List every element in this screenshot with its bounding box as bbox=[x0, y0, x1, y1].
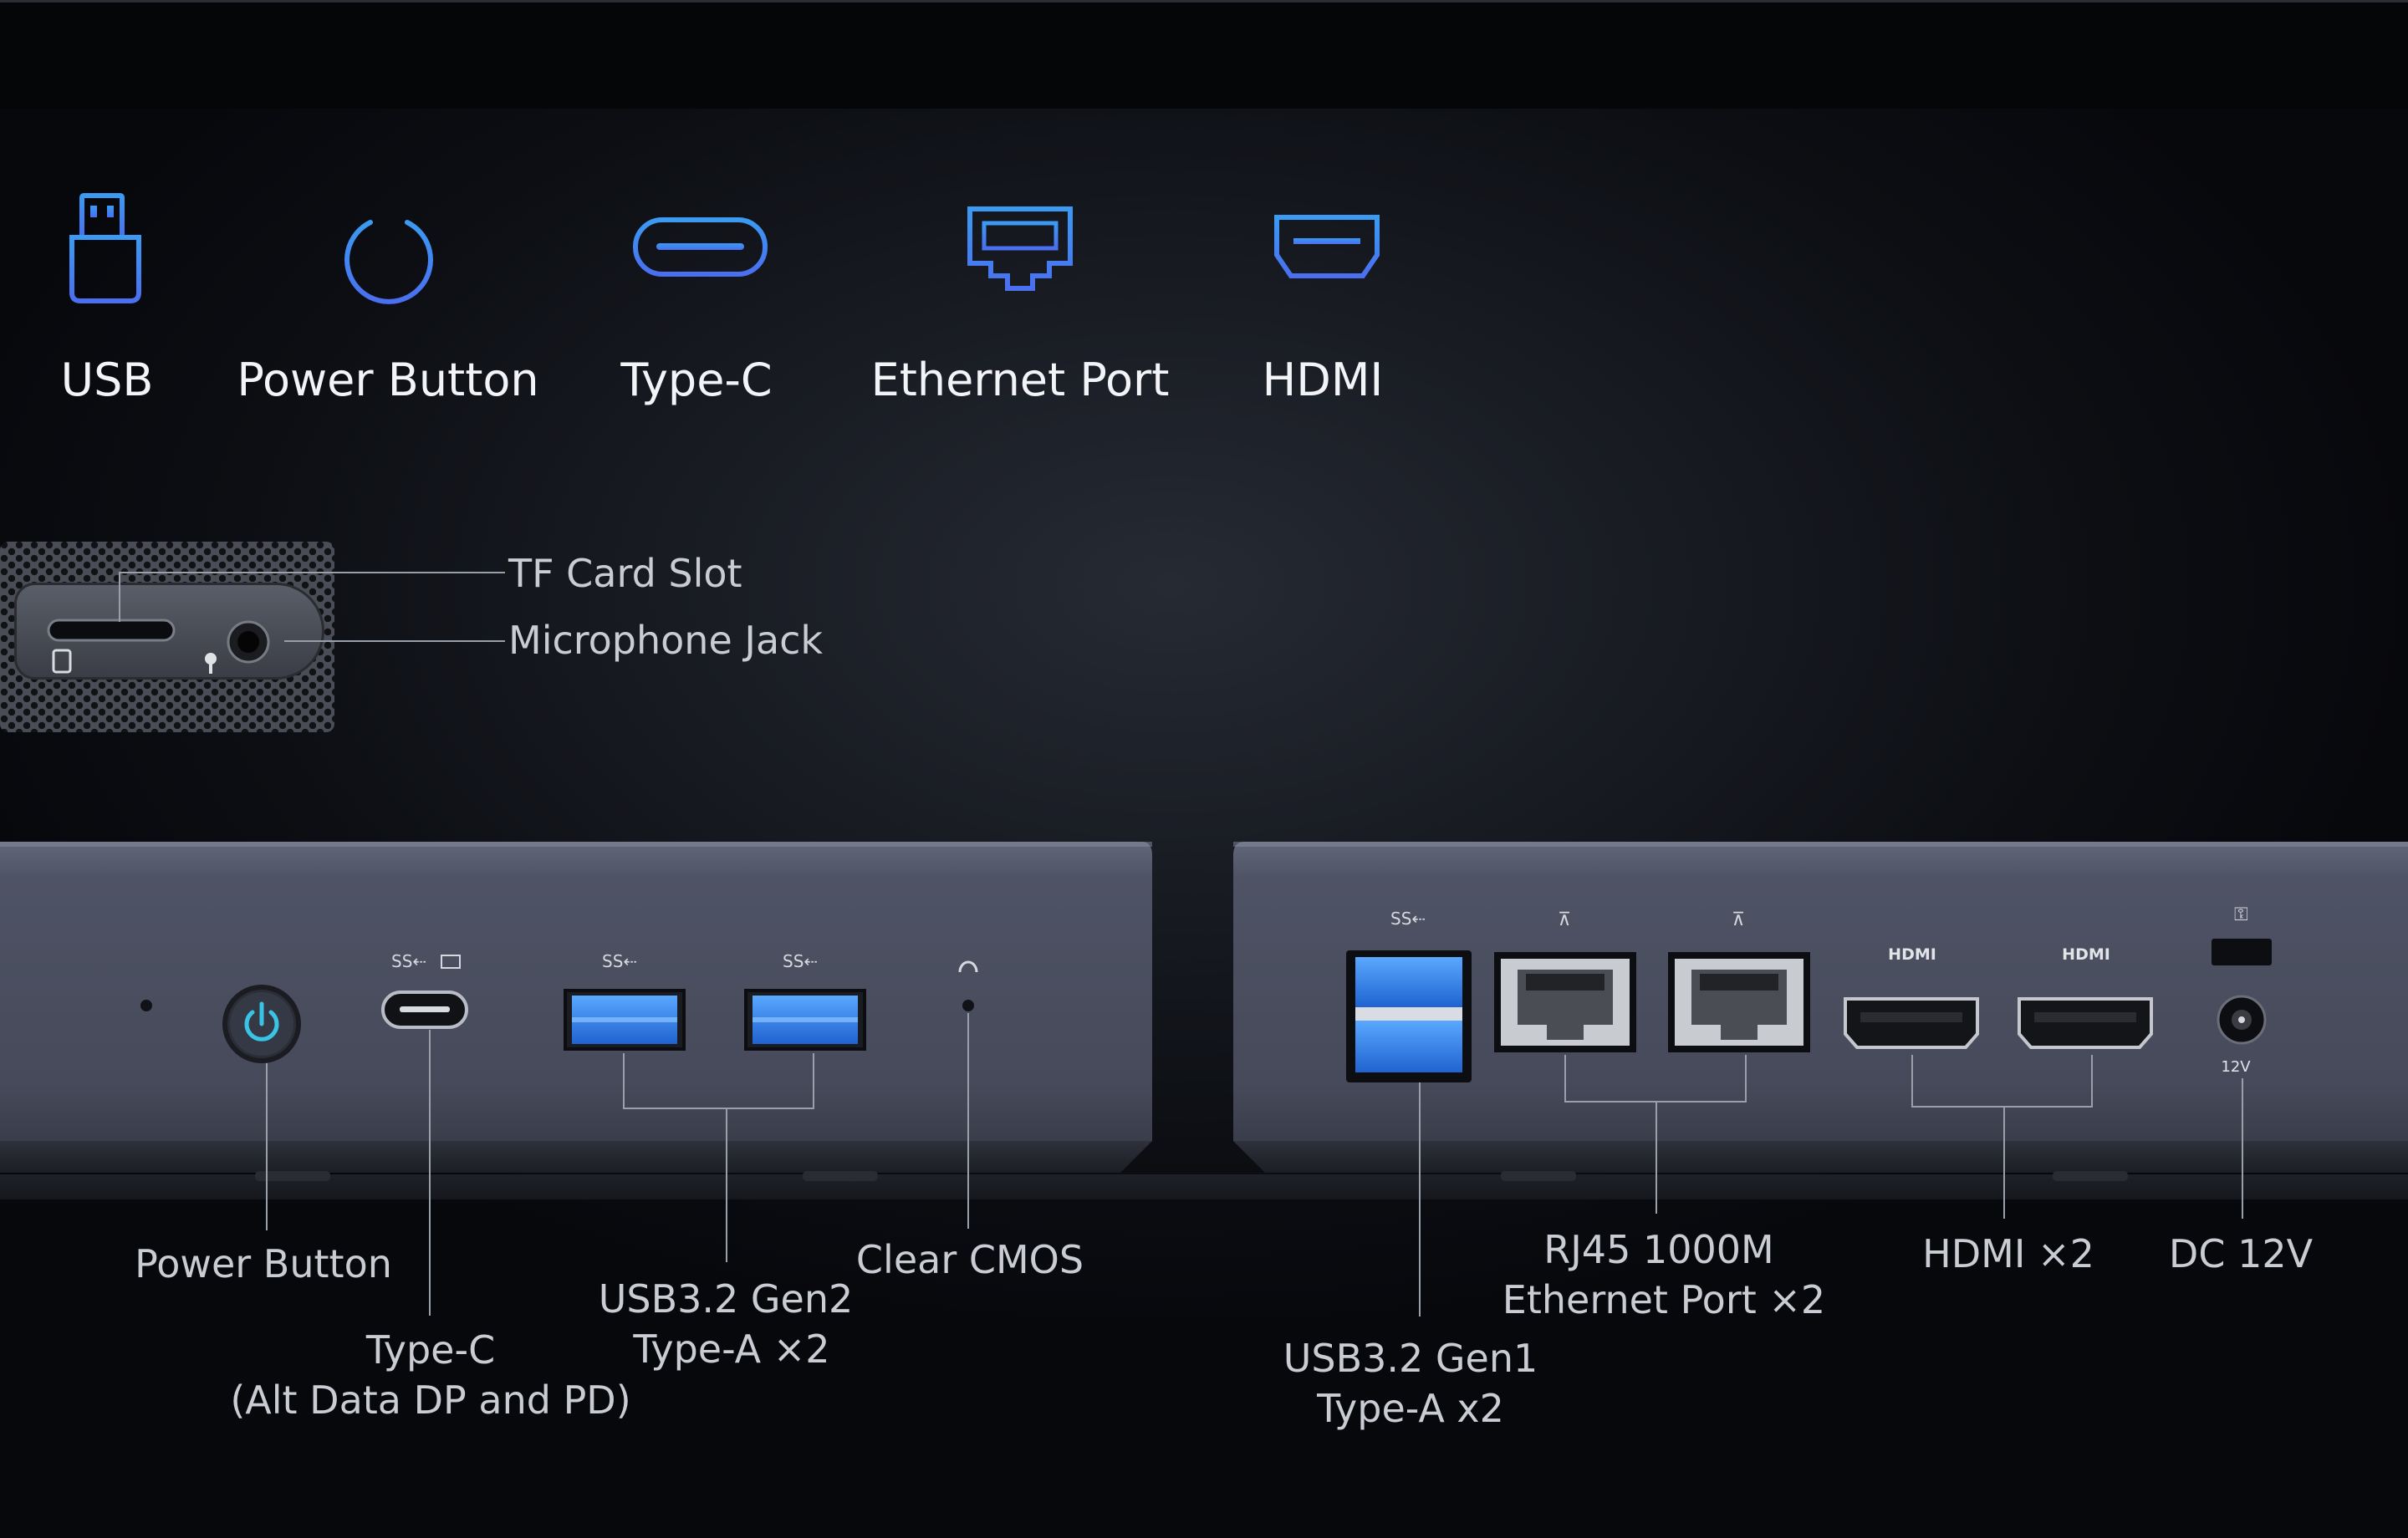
front-usb-bracket-left bbox=[623, 1053, 625, 1108]
svg-text:⊼: ⊼ bbox=[1732, 909, 1745, 930]
rear-hdmi-leader bbox=[2003, 1106, 2005, 1219]
shelf-shadow bbox=[0, 1174, 2408, 1199]
hdmi-icon bbox=[1274, 215, 1380, 278]
front-usb-label-2: Type-A ×2 bbox=[633, 1327, 830, 1372]
svg-text:SS⇠: SS⇠ bbox=[391, 951, 426, 971]
rear-rj45-bracket-right bbox=[1745, 1055, 1747, 1102]
svg-text:⊼: ⊼ bbox=[1558, 909, 1571, 930]
top-band bbox=[0, 0, 2408, 109]
rear-rj45-label-2: Ethernet Port ×2 bbox=[1502, 1277, 1826, 1322]
front-usb-label-1: USB3.2 Gen2 bbox=[598, 1276, 854, 1322]
rear-usb-label-2: Type-A x2 bbox=[1317, 1386, 1504, 1431]
svg-text:SS⇠: SS⇠ bbox=[783, 951, 818, 971]
power-icon bbox=[344, 196, 433, 304]
rear-hdmi-bracket-bar bbox=[1911, 1106, 2093, 1108]
rear-dc-leader bbox=[2242, 1078, 2243, 1219]
svg-text:SS⇠: SS⇠ bbox=[602, 951, 637, 971]
rear-hdmi-bracket-right bbox=[2091, 1055, 2093, 1107]
rear-rj45-leader bbox=[1656, 1101, 1657, 1214]
front-cmos-leader bbox=[967, 1013, 969, 1229]
tf-leader-drop bbox=[119, 572, 120, 622]
rear-rj45-label-1: RJ45 1000M bbox=[1543, 1227, 1774, 1272]
mic-leader-line bbox=[284, 640, 505, 642]
front-usb-bracket-right bbox=[813, 1053, 814, 1108]
front-typec-label-2: (Alt Data DP and PD) bbox=[230, 1378, 631, 1423]
front-usb-leader bbox=[726, 1108, 727, 1262]
svg-text:⚿: ⚿ bbox=[2234, 904, 2248, 925]
side-panel-closeup bbox=[0, 542, 334, 732]
legend-typec-label: Type-C bbox=[620, 354, 773, 406]
front-typec-label-1: Type-C bbox=[365, 1327, 496, 1372]
ethernet-icon bbox=[967, 206, 1073, 291]
front-power-label: Power Button bbox=[135, 1241, 392, 1286]
legend-hdmi-label: HDMI bbox=[1262, 354, 1384, 406]
usb-icon bbox=[69, 193, 141, 303]
rear-hdmi-label: HDMI ×2 bbox=[1922, 1231, 2094, 1276]
svg-text:SS⇠: SS⇠ bbox=[1390, 909, 1426, 929]
microphone-label: Microphone Jack bbox=[508, 618, 824, 663]
rear-dc-label: DC 12V bbox=[2168, 1231, 2314, 1276]
legend-power-label: Power Button bbox=[237, 354, 539, 406]
rear-usb-label-1: USB3.2 Gen1 bbox=[1283, 1336, 1538, 1381]
rear-chassis: SS⇠ ⊼ ⊼ ⚿ bbox=[1233, 842, 2408, 1181]
rear-hdmi-mark-1: HDMI bbox=[1888, 945, 1936, 964]
top-edge-line bbox=[0, 0, 2408, 3]
rear-usb-leader bbox=[1419, 1082, 1421, 1316]
type-c-icon bbox=[633, 217, 768, 277]
rear-dc-mark: 12V bbox=[2221, 1058, 2251, 1076]
front-usb-bracket-bar bbox=[623, 1108, 814, 1109]
front-chassis: SS⇠ SS⇠ SS⇠ bbox=[0, 842, 1152, 1181]
legend-ethernet-label: Ethernet Port bbox=[870, 354, 1170, 406]
rear-hdmi-bracket-left bbox=[1911, 1055, 1913, 1107]
front-cmos-label: Clear CMOS bbox=[855, 1237, 1084, 1282]
legend-usb-label: USB bbox=[60, 354, 154, 406]
tf-card-label: TF Card Slot bbox=[508, 551, 742, 596]
rear-hdmi-mark-2: HDMI bbox=[2062, 945, 2110, 964]
front-typec-leader bbox=[429, 1030, 431, 1316]
rear-rj45-bracket-left bbox=[1564, 1055, 1566, 1102]
tf-leader-line bbox=[119, 572, 505, 573]
front-power-leader bbox=[266, 1063, 268, 1230]
